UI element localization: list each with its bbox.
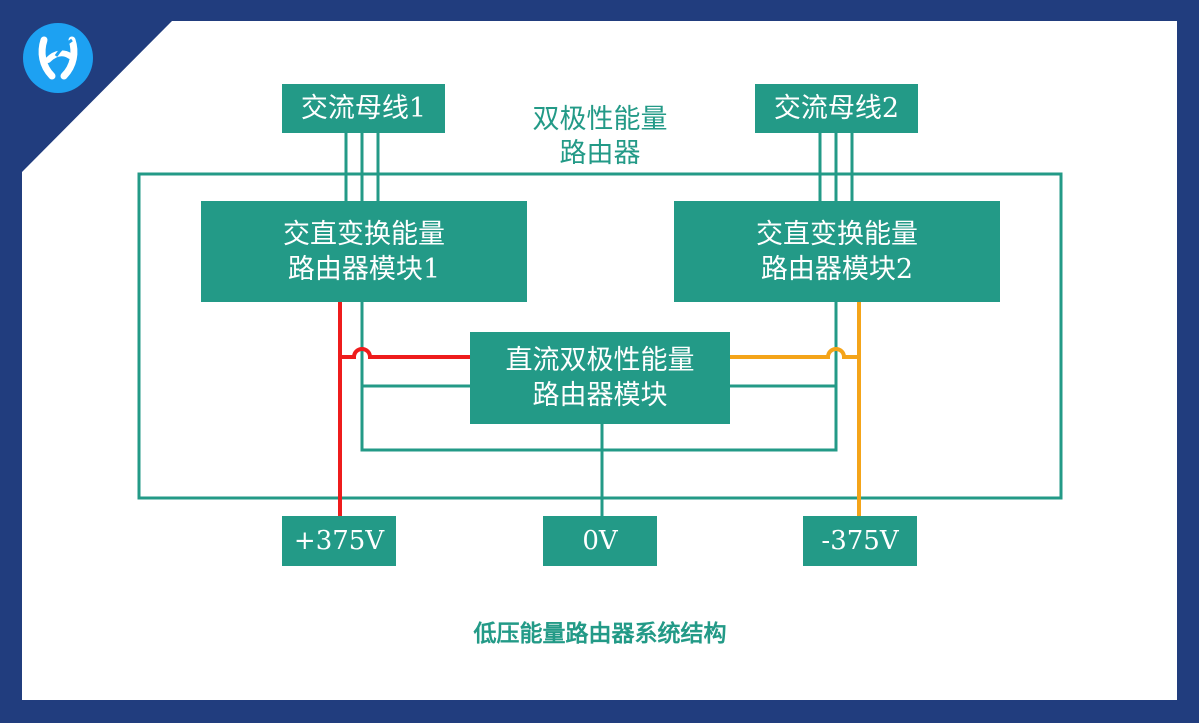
- terminal-zero-label: 0V: [582, 525, 618, 556]
- terminal-positive-label: +375V: [293, 525, 385, 556]
- acdc-module-2-label: 交直变换能量 路由器模块2: [756, 218, 918, 285]
- negative-line: [730, 302, 861, 516]
- terminal-negative: -375V: [803, 516, 917, 566]
- positive-line: [338, 302, 470, 516]
- ac-bus-1-label: 交流母线1: [300, 93, 427, 124]
- ac-bus-2-label: 交流母线2: [773, 93, 900, 124]
- dc-bipolar-module-label: 直流双极性能量 路由器模块: [505, 345, 695, 411]
- terminal-zero: 0V: [543, 516, 657, 566]
- diagram-caption: 低压能量路由器系统结构: [473, 621, 727, 647]
- ac-bus-2-box: 交流母线2: [755, 84, 918, 133]
- ac-bus-1-lines: [344, 133, 380, 201]
- neutral-wiring: [360, 302, 838, 516]
- ac-bus-2-lines: [818, 133, 854, 201]
- dc-bipolar-module: 直流双极性能量 路由器模块: [470, 332, 730, 424]
- ac-bus-1-box: 交流母线1: [282, 84, 445, 133]
- company-logo-icon: [23, 23, 93, 93]
- acdc-module-1-label: 交直变换能量 路由器模块1: [283, 218, 445, 285]
- terminal-positive: +375V: [282, 516, 396, 566]
- terminal-negative-label: -375V: [821, 525, 899, 556]
- acdc-module-1: 交直变换能量 路由器模块1: [201, 201, 527, 302]
- router-label: 双极性能量 路由器: [532, 104, 668, 169]
- router-boundary: [137, 172, 1063, 500]
- acdc-module-2: 交直变换能量 路由器模块2: [674, 201, 1000, 302]
